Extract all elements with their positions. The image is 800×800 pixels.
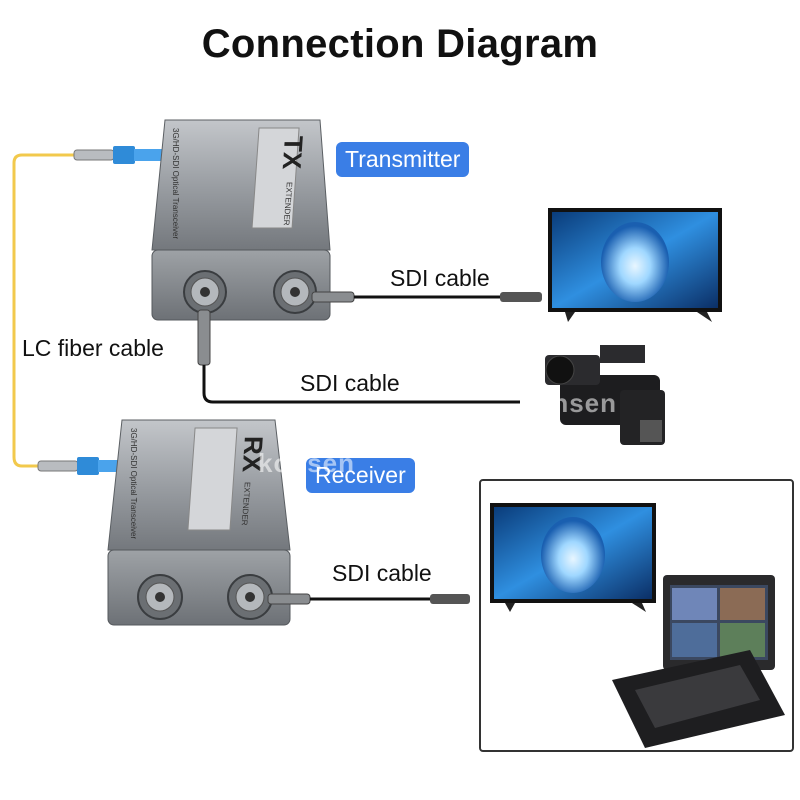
tx-label-panel: TX EXTENDER bbox=[267, 132, 314, 227]
tx-model-text: TX bbox=[276, 136, 310, 170]
sdi-cable-middle-label: SDI cable bbox=[300, 370, 400, 396]
rx-sub-text: EXTENDER bbox=[239, 482, 252, 526]
tx-device bbox=[151, 119, 331, 321]
watermark-top: konsen bbox=[520, 388, 618, 418]
tx-bnc-port-1 bbox=[183, 270, 227, 314]
lc-fiber-cable-label: LC fiber cable bbox=[22, 335, 164, 361]
sdi-cable-middle bbox=[197, 309, 520, 404]
rx-bnc-port-1 bbox=[137, 574, 183, 620]
portable-video-switcher bbox=[612, 575, 785, 748]
video-camera bbox=[545, 345, 665, 445]
fiber-plug-bottom bbox=[37, 457, 120, 475]
rx-side-text: 3G/HD-SDI Optical Transceiver bbox=[129, 428, 138, 540]
rx-device bbox=[107, 419, 291, 626]
watermark-bottom: konsen bbox=[258, 448, 356, 478]
rx-bnc-port-2 bbox=[227, 574, 273, 620]
fiber-plug-top bbox=[73, 146, 162, 164]
tv-monitor-top bbox=[548, 208, 722, 322]
receiver-badge: Receiver bbox=[306, 458, 415, 493]
sdi-cable-top bbox=[311, 291, 542, 303]
rx-label-panel: RX EXTENDER bbox=[225, 432, 274, 527]
lc-fiber-cable bbox=[12, 153, 75, 468]
tx-side-text: 3G/HD-SDI Optical Transceiver bbox=[171, 128, 180, 240]
sdi-cable-bottom bbox=[267, 593, 470, 605]
sdi-cable-bottom-label: SDI cable bbox=[332, 560, 432, 586]
sdi-cable-top-label: SDI cable bbox=[390, 265, 490, 291]
tx-bnc-port-2 bbox=[273, 270, 317, 314]
tx-sub-text: EXTENDER bbox=[281, 182, 294, 226]
transmitter-badge: Transmitter bbox=[336, 142, 470, 177]
tv-monitor-bottom bbox=[490, 503, 656, 612]
page-title: Connection Diagram bbox=[201, 22, 599, 66]
